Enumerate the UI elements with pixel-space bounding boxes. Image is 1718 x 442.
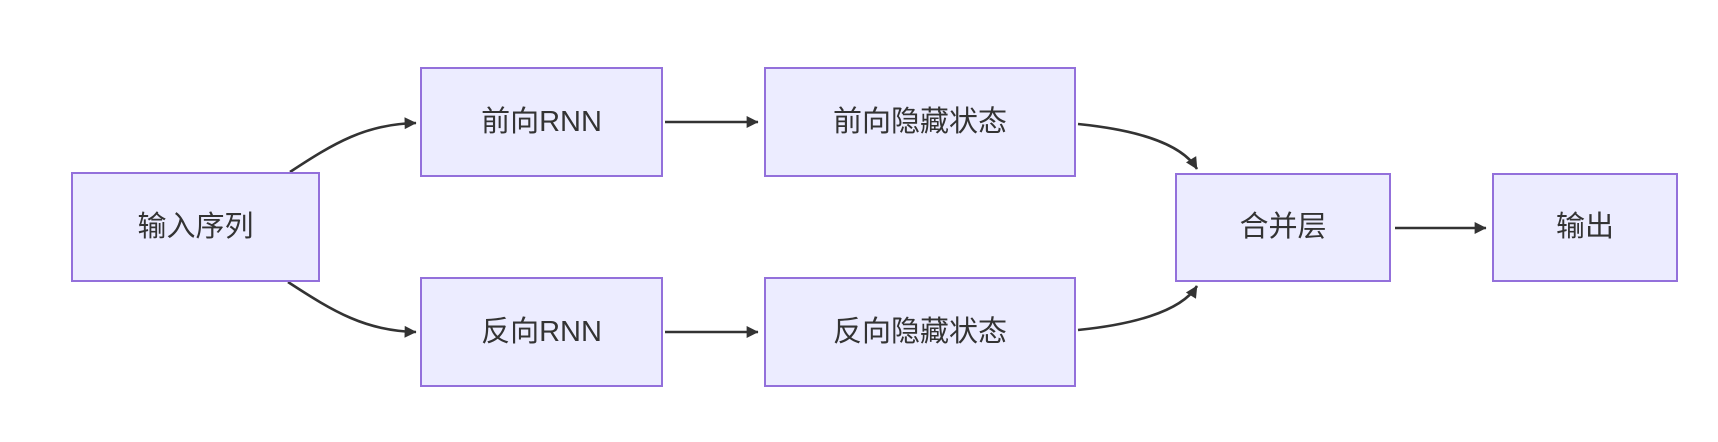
node-forward-rnn: 前向RNN [420,67,663,177]
edge-input-to-forward-rnn [289,117,417,174]
node-output-label: 输出 [1555,211,1614,244]
edge-input-to-backward-rnn [287,280,417,338]
node-backward-rnn: 反向RNN [420,277,663,387]
node-forward-rnn-label: 前向RNN [481,105,602,138]
node-input-sequence: 输入序列 [71,172,320,282]
node-input-sequence-label: 输入序列 [137,210,254,243]
node-merge-layer-label: 合并层 [1239,211,1327,244]
edge-forward-hidden-to-merge [1077,122,1199,170]
node-forward-hidden-state-label: 前向隐藏状态 [832,105,1007,138]
node-backward-rnn-label: 反向RNN [481,315,602,348]
node-backward-hidden-state: 反向隐藏状态 [764,277,1076,387]
node-output: 输出 [1492,173,1678,282]
edge-backward-hidden-to-merge [1077,285,1199,332]
node-merge-layer: 合并层 [1175,173,1391,282]
node-backward-hidden-state-label: 反向隐藏状态 [832,315,1007,348]
node-forward-hidden-state: 前向隐藏状态 [764,67,1076,177]
